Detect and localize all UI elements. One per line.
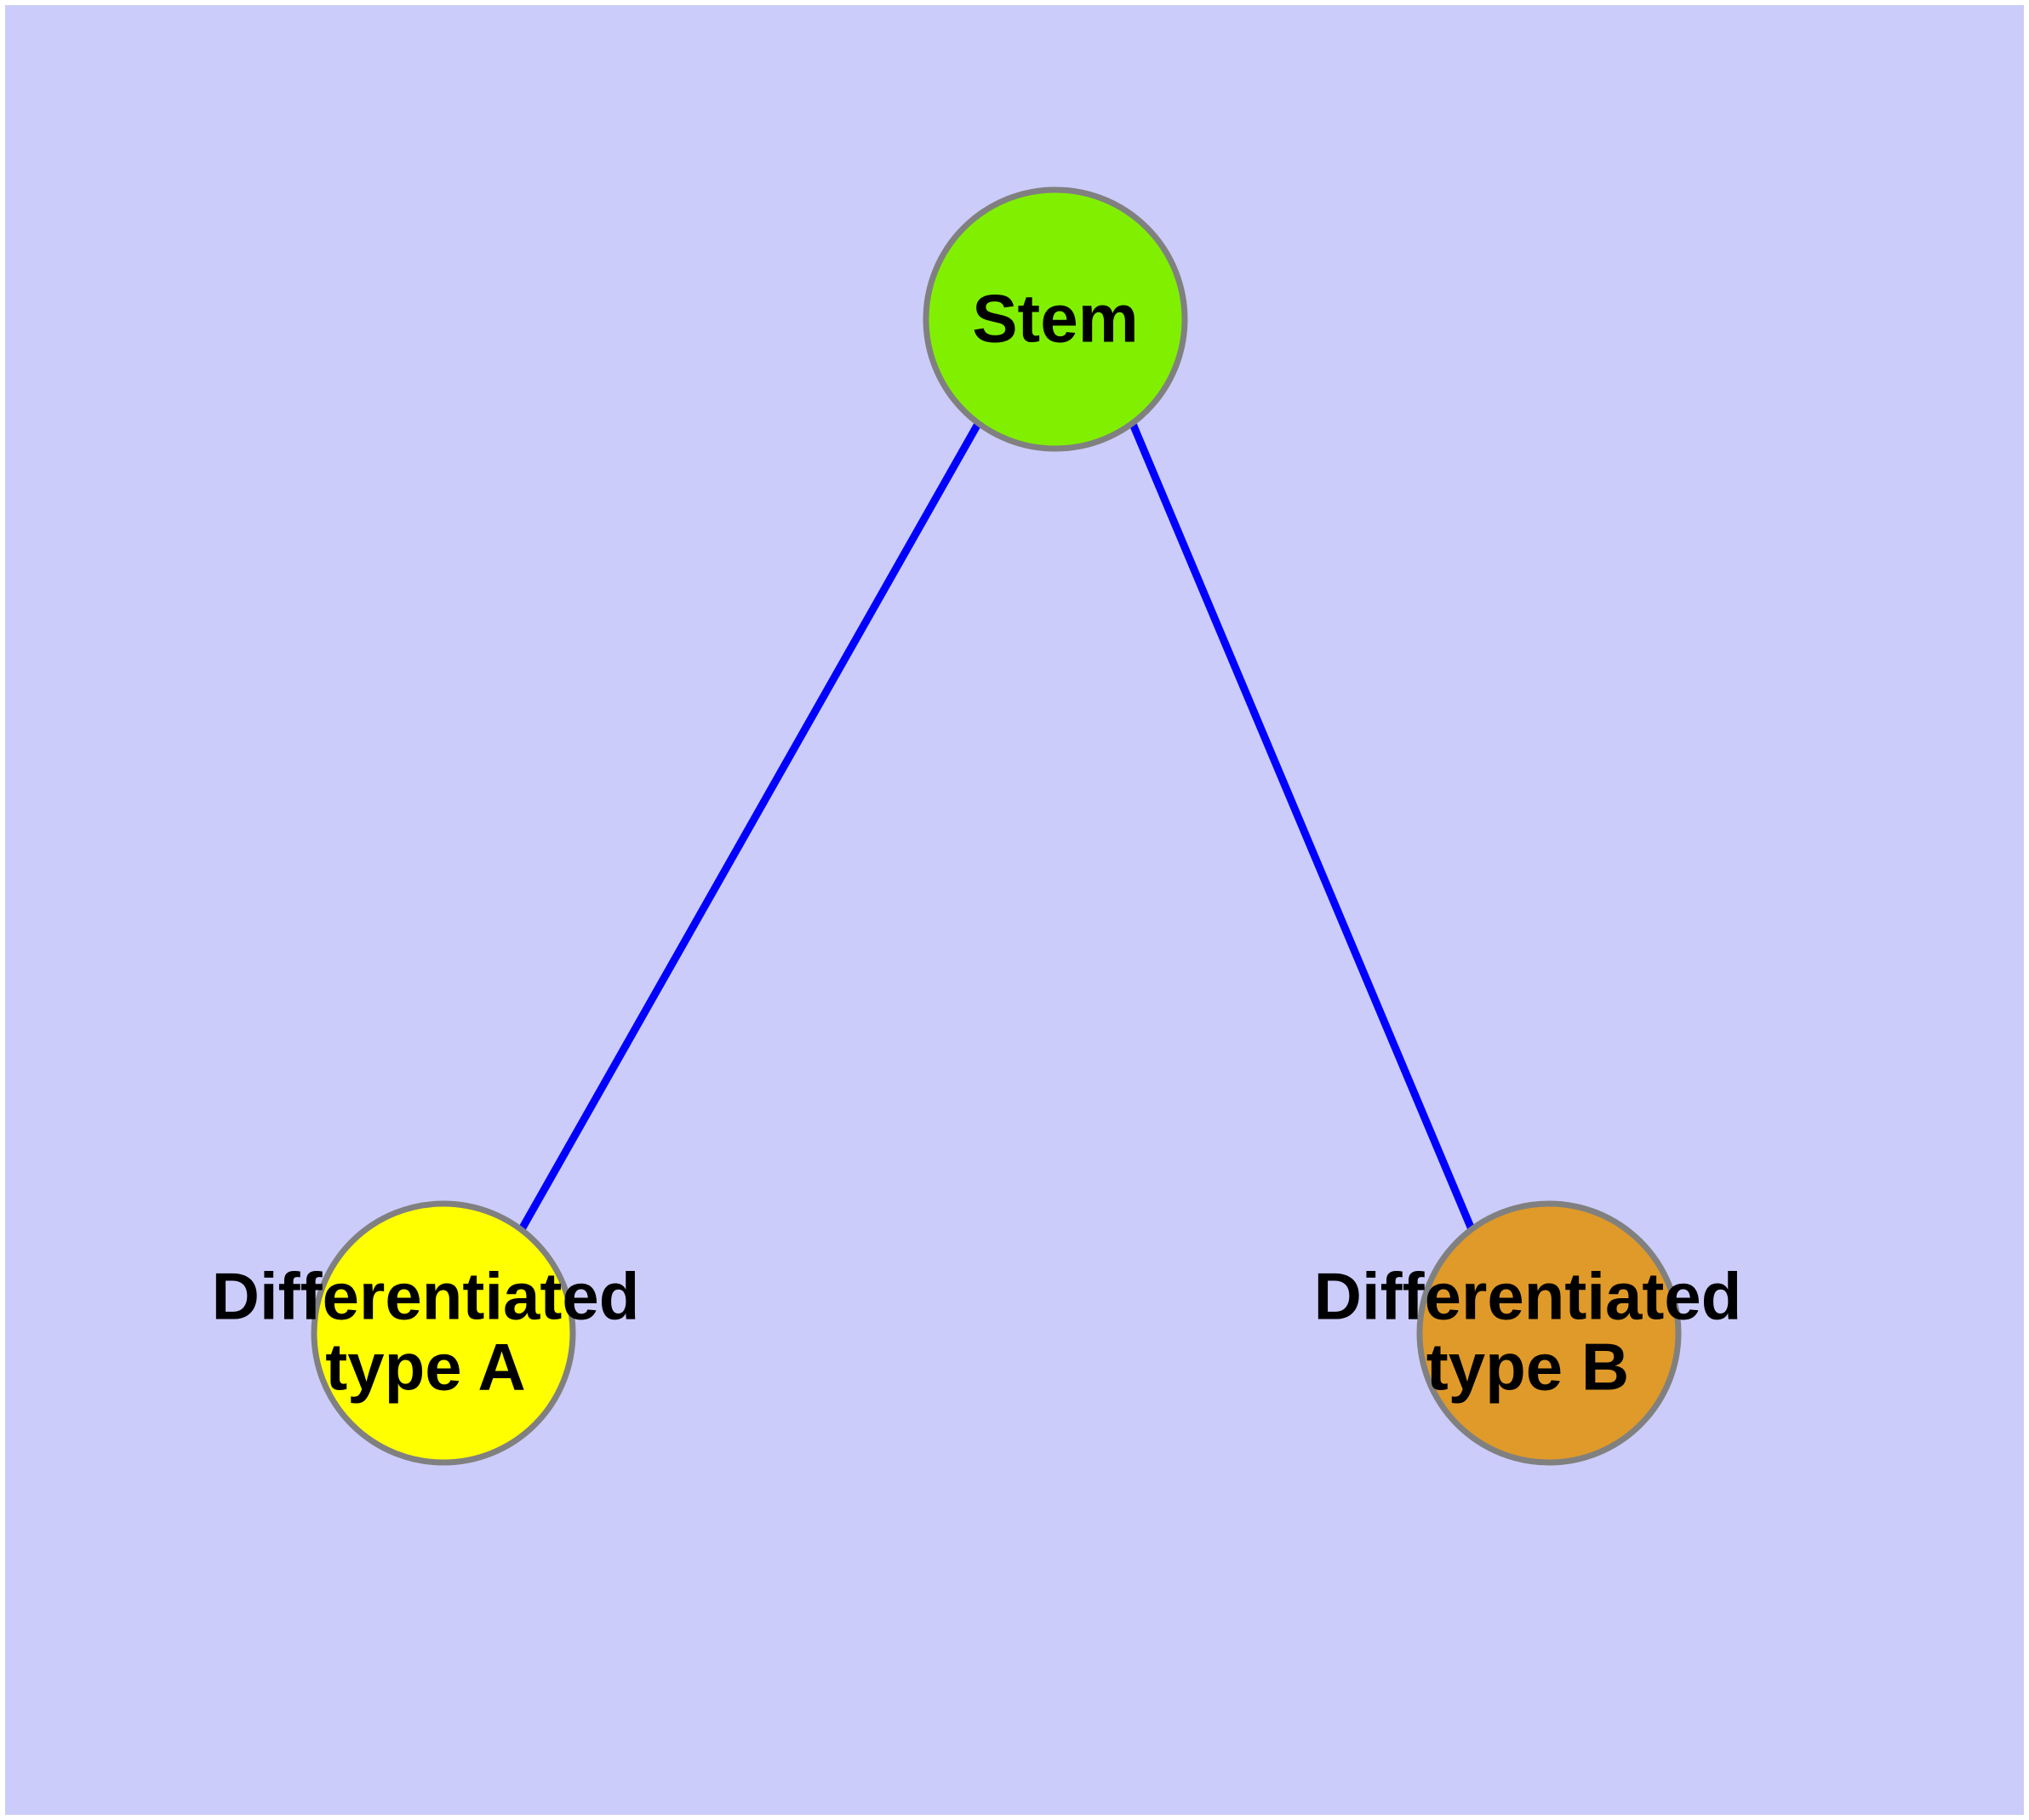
node-stem[interactable] (923, 186, 1188, 452)
node-layer (311, 186, 1682, 1466)
edge-layer (518, 421, 1476, 1232)
edge-stem-to-differentiated-type-b[interactable] (1129, 422, 1476, 1231)
node-differentiated-type-a[interactable] (311, 1200, 576, 1466)
node-differentiated-type-b[interactable] (1416, 1200, 1682, 1466)
edge-stem-to-differentiated-type-a[interactable] (518, 421, 981, 1232)
